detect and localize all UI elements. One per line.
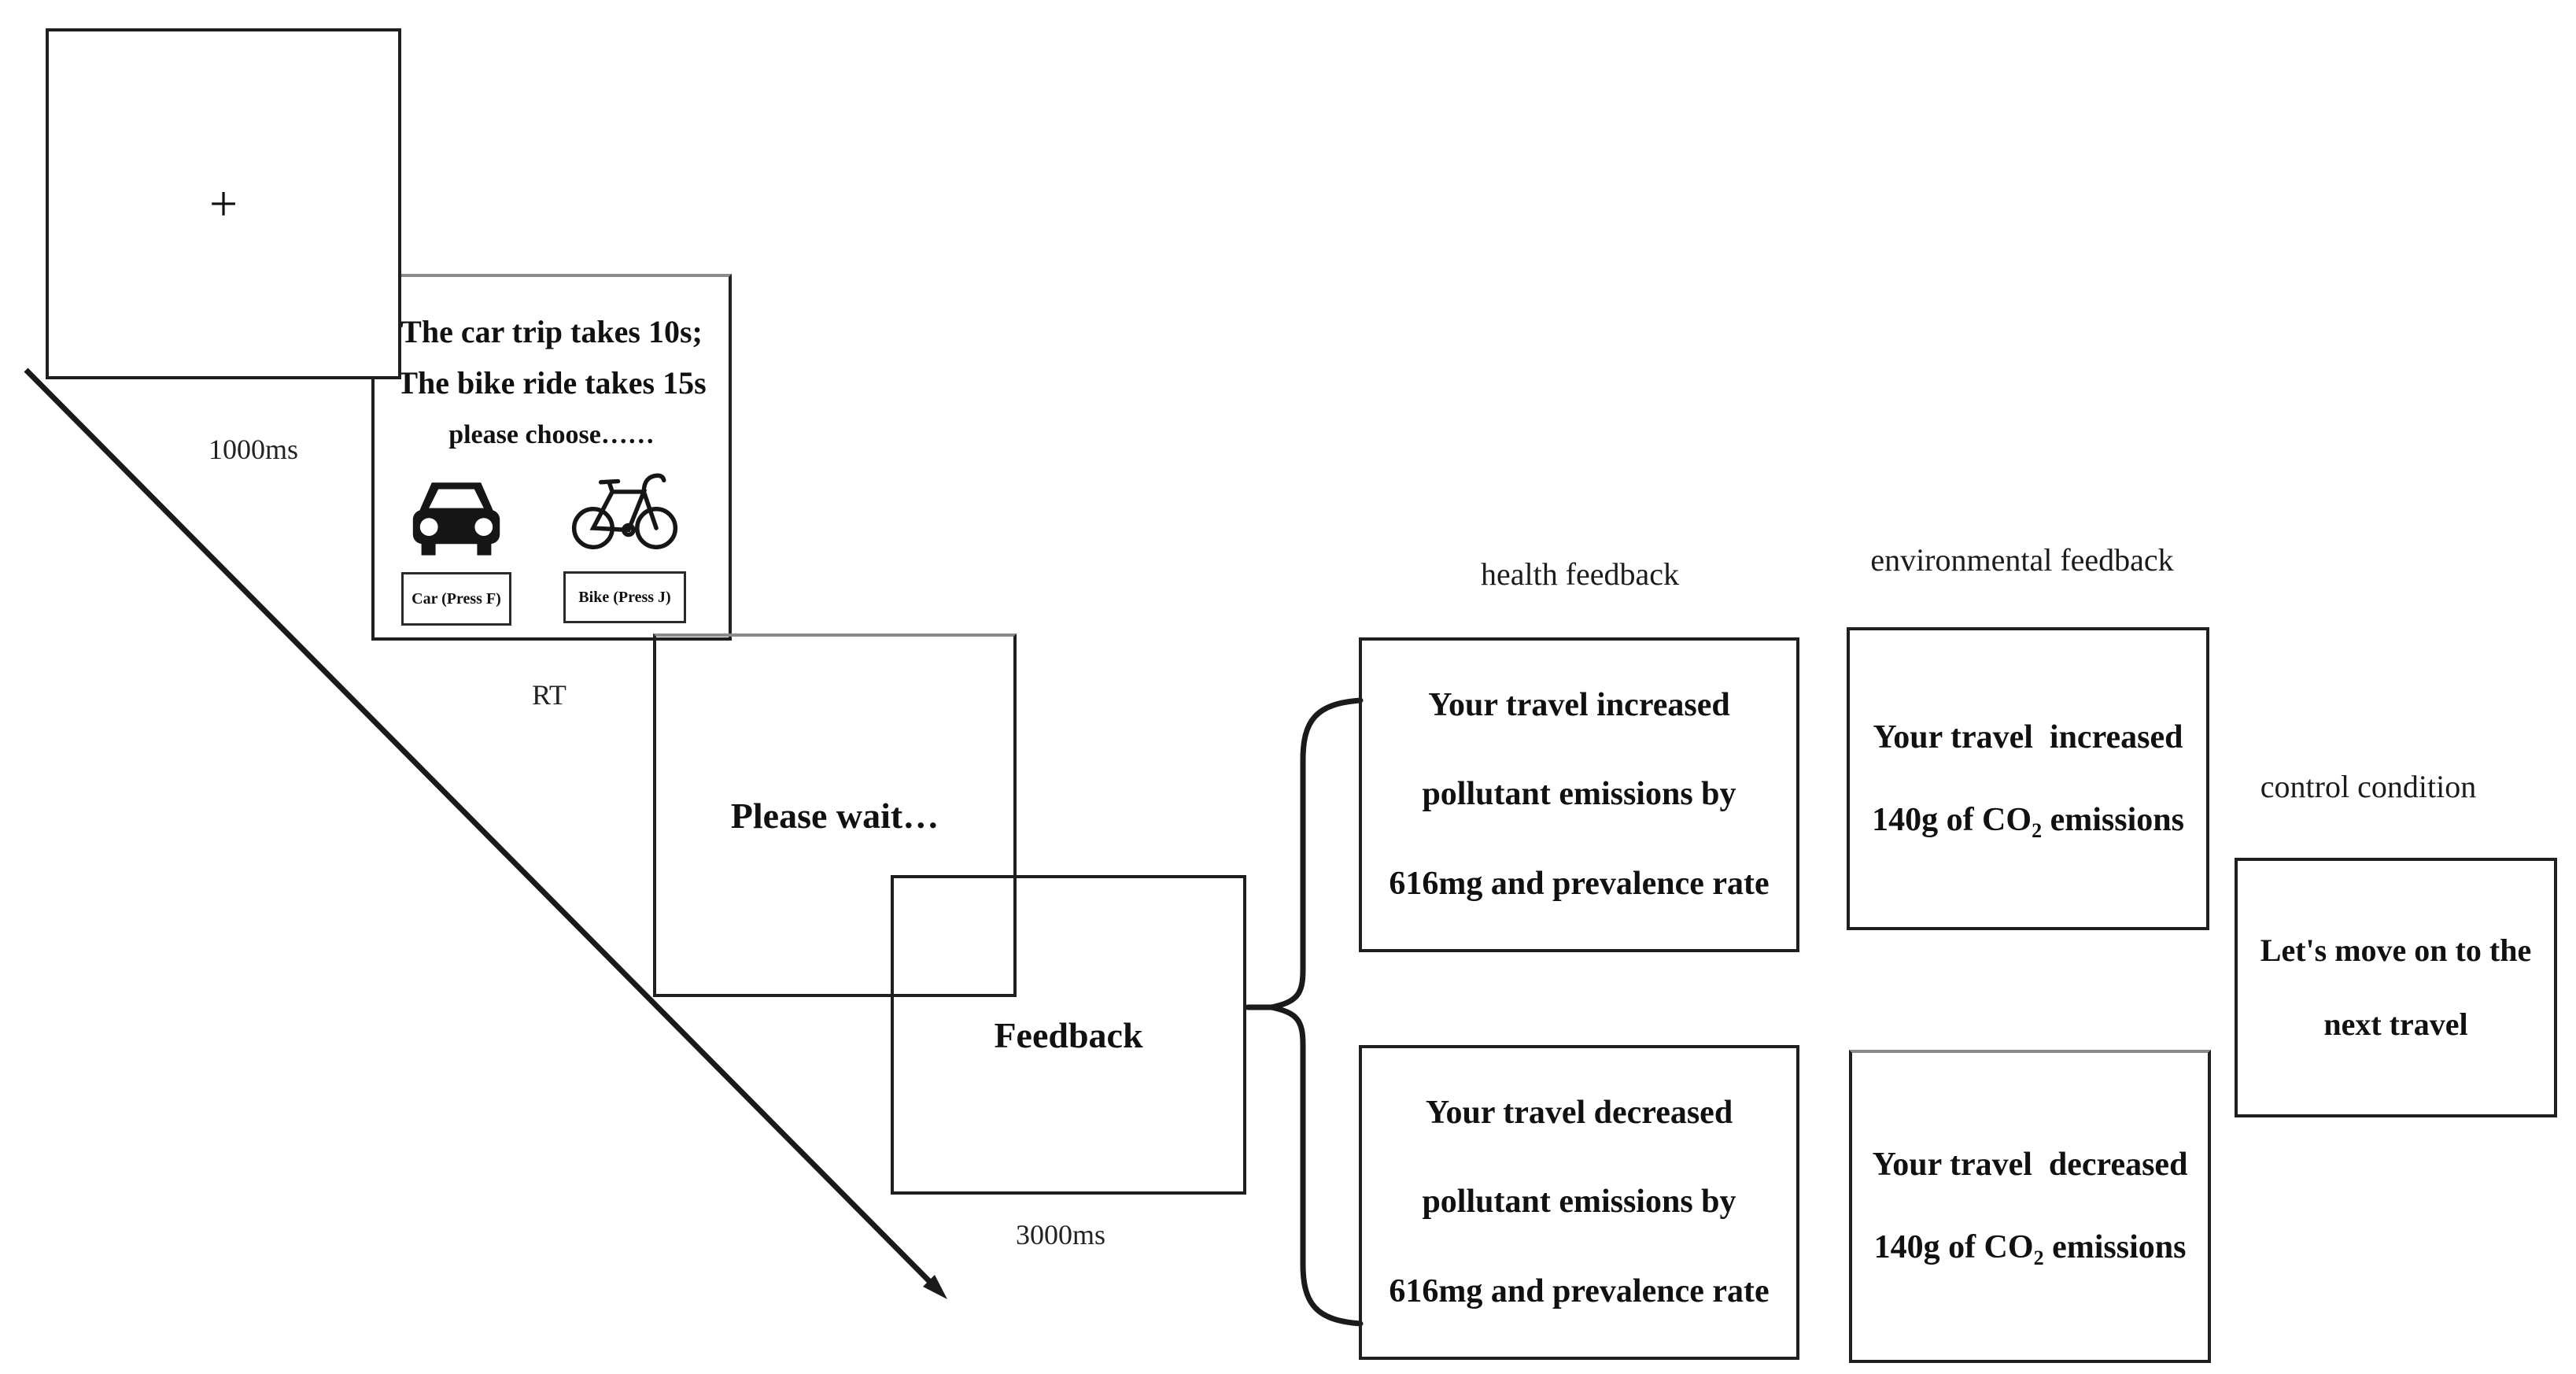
env-decrease-line2: 140g of CO2 emissions: [1873, 1229, 2187, 1270]
feedback-screen: Feedback: [891, 875, 1246, 1195]
health-decrease-line2: pollutant emissions by: [1422, 1184, 1736, 1221]
feedback-duration-label: 3000ms: [1015, 1219, 1105, 1250]
fixation-duration-label: 1000ms: [208, 434, 298, 465]
health-feedback-header: health feedback: [1480, 556, 1680, 592]
wait-message: Please wait…: [730, 795, 939, 836]
choice-instruction-line1: The car trip takes 10s;: [400, 314, 703, 349]
car-icon: [409, 480, 504, 563]
bicycle-icon: [571, 466, 678, 558]
health-increase-line1: Your travel increased: [1428, 686, 1730, 723]
timeline-arrow: [24, 368, 947, 1299]
feedback-title: Feedback: [994, 1014, 1143, 1055]
co2-subscript: 2: [2032, 818, 2043, 842]
env-increase-line2: 140g of CO2 emissions: [1872, 801, 2184, 842]
control-line1: Let's move on to the: [2260, 933, 2532, 968]
car-choice-button[interactable]: Car (Press F): [401, 572, 511, 626]
environmental-decrease-box: Your travel decreased 140g of CO2 emissi…: [1849, 1050, 2211, 1363]
control-condition-box: Let's move on to the next travel: [2235, 858, 2557, 1117]
health-increase-box: Your travel increased pollutant emission…: [1359, 637, 1799, 952]
env-increase-line1: Your travel increased: [1873, 718, 2183, 755]
control-line2: next travel: [2323, 1006, 2468, 1042]
fixation-cross: +: [209, 175, 238, 231]
choice-prompt: please choose……: [448, 419, 655, 449]
health-decrease-line1: Your travel decreased: [1425, 1094, 1733, 1131]
health-increase-line3: 616mg and prevalence rate: [1389, 865, 1770, 902]
co2-subscript: 2: [2033, 1247, 2044, 1270]
control-condition-header: control condition: [2260, 769, 2477, 804]
health-increase-line2: pollutant emissions by: [1422, 776, 1736, 813]
car-choice-label: Car (Press F): [411, 590, 501, 608]
environmental-feedback-header: environmental feedback: [1870, 542, 2174, 578]
health-decrease-line3: 616mg and prevalence rate: [1389, 1272, 1770, 1309]
choice-instruction-line2: The bike ride takes 15s: [397, 364, 707, 401]
curly-brace-icon: [1271, 697, 1364, 1327]
bike-choice-button[interactable]: Bike (Press J): [563, 571, 686, 623]
arrowhead-icon: [923, 1275, 947, 1299]
choice-duration-label: RT: [532, 679, 566, 711]
wait-screen: Please wait…: [653, 633, 1017, 997]
bike-choice-label: Bike (Press J): [578, 589, 671, 606]
fixation-screen: +: [46, 28, 401, 379]
choice-screen: The car trip takes 10s; The bike ride ta…: [371, 274, 732, 641]
environmental-increase-box: Your travel increased 140g of CO2 emissi…: [1847, 627, 2209, 930]
health-decrease-box: Your travel decreased pollutant emission…: [1359, 1045, 1799, 1360]
feedback-brace: [1245, 697, 1364, 1327]
env-decrease-line1: Your travel decreased: [1872, 1147, 2188, 1183]
